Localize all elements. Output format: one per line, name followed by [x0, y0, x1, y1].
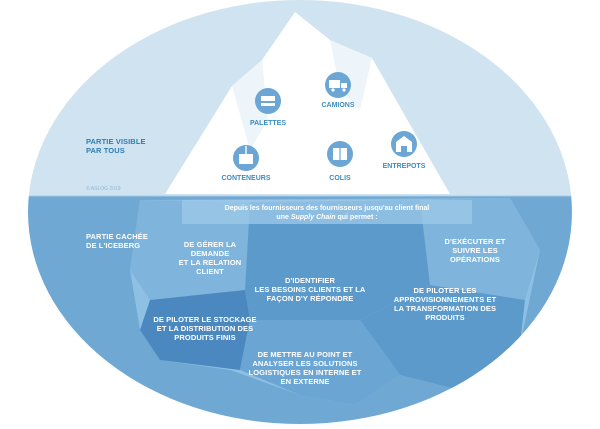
icon-label-colis: COLIS — [329, 175, 351, 182]
iceberg-visible — [165, 12, 450, 194]
icon-label-entrepots: ENTREPOTS — [382, 163, 426, 170]
intro-band — [182, 200, 472, 224]
icon-label-palettes: PALETTES — [249, 120, 287, 127]
truck-icon — [325, 72, 351, 98]
icon-label-camions: CAMIONS — [321, 102, 355, 109]
segment-text-gerer: DE GÉRER LA DEMANDE ET LA RELATION CLIEN… — [178, 240, 242, 276]
label-visible: PARTIE VISIBLE PAR TOUS — [86, 137, 146, 155]
segment-identifier — [245, 200, 430, 320]
pallet-icon — [255, 88, 281, 114]
container-icon — [233, 145, 259, 171]
intro-line2: une Supply Chain qui permet : — [276, 214, 378, 221]
segment-text-executer: D'EXÉCUTER ET SUIVRE LES OPÉRATIONS — [444, 237, 506, 264]
icon-label-conteneurs: CONTENEURS — [221, 175, 271, 182]
segment-mettre — [240, 320, 400, 405]
segment-piloter-appro — [360, 285, 525, 390]
warehouse-icon — [391, 131, 417, 157]
intro-text: Depuis les fournisseurs des fournisseurs… — [182, 204, 472, 222]
copyright-text: © ASLOG 2019 — [86, 186, 121, 192]
parcel-icon — [327, 141, 353, 167]
label-hidden: PARTIE CACHÉE DE L'ICEBERG — [86, 232, 148, 250]
segment-text-identifier: D'IDENTIFIER LES BESOINS CLIENTS ET LA F… — [254, 276, 366, 303]
segment-piloter-stock — [140, 290, 250, 370]
segment-text-piloter-appro: DE PILOTER LES APPROVISIONNEMENTS ET LA … — [393, 286, 497, 322]
segment-gerer — [130, 200, 250, 300]
segment-text-mettre: DE METTRE AU POINT ET ANALYSER LES SOLUT… — [248, 350, 362, 386]
intro-line1: Depuis les fournisseurs des fournisseurs… — [224, 205, 430, 212]
segment-text-piloter-stock: DE PILOTER LE STOCKAGE ET LA DISTRIBUTIO… — [153, 315, 257, 342]
intro-emphasis: Supply Chain — [290, 214, 336, 221]
